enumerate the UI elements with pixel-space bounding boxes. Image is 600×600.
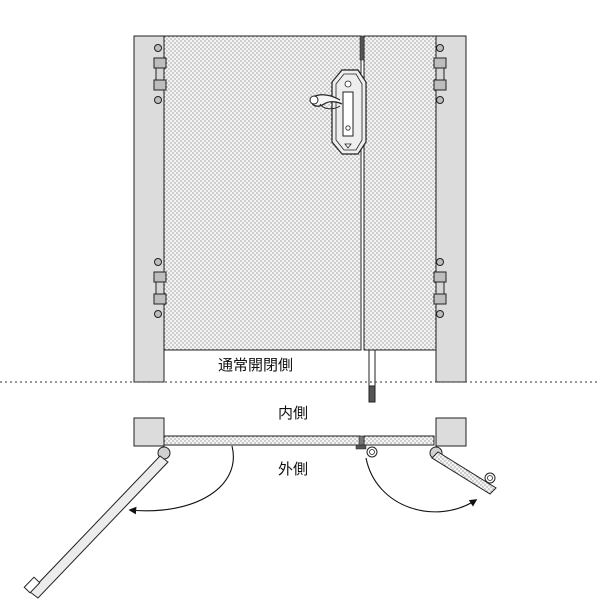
door-handle — [309, 69, 367, 155]
normal-open-side-label: 通常開閉側 — [218, 356, 293, 374]
main-swing-arrow — [128, 445, 234, 515]
right-post — [435, 35, 467, 383]
secondary-door-leaf — [363, 35, 437, 351]
plan-left-post — [133, 417, 165, 447]
hinge-right-bottom — [433, 258, 447, 318]
hinge-right-top — [433, 44, 447, 104]
hinge-left-bottom — [153, 258, 167, 318]
drop-bolt — [368, 349, 376, 403]
hinge-left-top — [153, 44, 167, 104]
secondary-swing-arrow — [365, 457, 478, 513]
plan-main-leaf-closed — [163, 435, 361, 446]
center-astragal — [359, 35, 365, 61]
main-door-leaf — [163, 35, 362, 351]
plan-view — [23, 417, 497, 599]
plan-right-post — [435, 417, 467, 447]
inside-label: 内側 — [278, 404, 308, 422]
elevation-view — [0, 35, 600, 403]
plan-secondary-leaf-closed — [363, 435, 435, 446]
plan-secondary-leaf-open — [431, 451, 497, 495]
outside-label: 外側 — [278, 460, 308, 478]
left-post — [133, 35, 165, 383]
plan-main-leaf-open — [23, 455, 169, 599]
